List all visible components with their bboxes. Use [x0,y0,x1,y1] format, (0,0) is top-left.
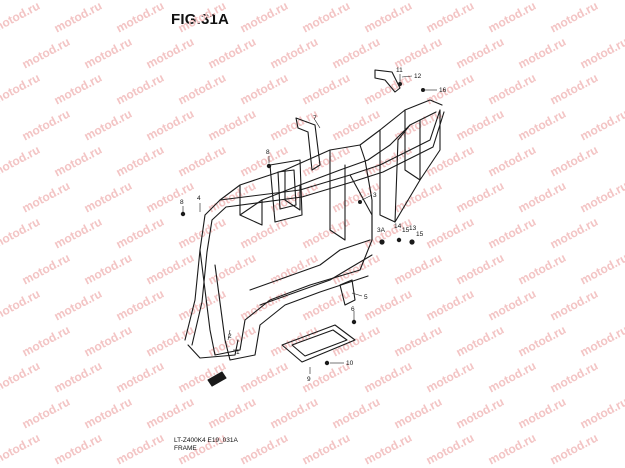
callout-1: 1 [236,349,240,356]
frame-engine-mount-plate [269,159,303,223]
frame-cross-member-3 [329,149,346,241]
frame-rear-bracket [374,69,401,93]
callout-9: 9 [307,376,311,383]
callout-13: 13 [409,225,417,232]
frame-cross-member-6 [249,239,371,291]
leader-12 [401,75,413,78]
callout-3: 3 [373,192,377,199]
frame-cross-member-5 [404,109,421,181]
frame-left-lower-rail-inner [191,111,445,346]
frame-upper-rail-right [239,111,437,216]
bolt-12 [398,82,402,86]
figure-title: FIG.31A [171,11,230,28]
bolt-16 [421,88,425,92]
frame-engine-mount-inner [277,169,297,210]
skid-plate [281,324,356,363]
callout-16: 16 [439,87,447,94]
callout-15b: 15 [416,231,424,238]
footer-drawing-code: LT-Z400K4 E19_031A [174,437,238,444]
bolt-3a [379,239,385,245]
frame-front-loop-left [199,174,373,356]
callout-2: 2 [228,333,232,340]
callout-6: 6 [351,306,355,313]
bolt-3 [358,200,362,204]
callout-12: 12 [414,73,422,80]
callout-8a: 8 [266,149,270,156]
frame-cross-member-4 [359,144,373,241]
skid-plate-inner [291,329,348,357]
leader-3 [361,194,373,201]
leader-2 [227,329,231,341]
side-bracket [339,279,356,306]
callout-14: 14 [394,223,402,230]
callout-10: 10 [346,360,354,367]
bolt-13 [409,239,415,245]
front-marker-icon [207,371,227,387]
footer-figure-name: FRAME [174,445,197,452]
bolt-10 [324,360,330,366]
callout-5: 5 [364,294,368,301]
callout-15a: 15 [402,227,410,234]
callout-3a: 3A [377,227,386,234]
frame-front-loop-right [214,264,369,361]
frame-cross-member-7 [259,254,373,306]
callout-4: 4 [197,195,201,202]
callout-11: 11 [396,67,403,74]
frame-rear-stay [394,109,441,223]
frame-cross-member-1 [239,184,263,226]
bolt-6 [351,319,357,325]
callout-7: 7 [313,115,317,122]
callout-8b: 8 [180,199,184,206]
leader-5 [351,292,363,297]
upper-bracket [295,117,321,171]
leader-7 [314,119,321,129]
frame-cross-member-2 [284,169,301,211]
frame-upper-rail-left [219,99,443,201]
frame-front-bumper [187,339,239,359]
bolt-8a [266,163,272,169]
bolt-14 [396,237,402,243]
bolt-8b [180,211,186,217]
frame-left-lower-rail [184,109,441,341]
